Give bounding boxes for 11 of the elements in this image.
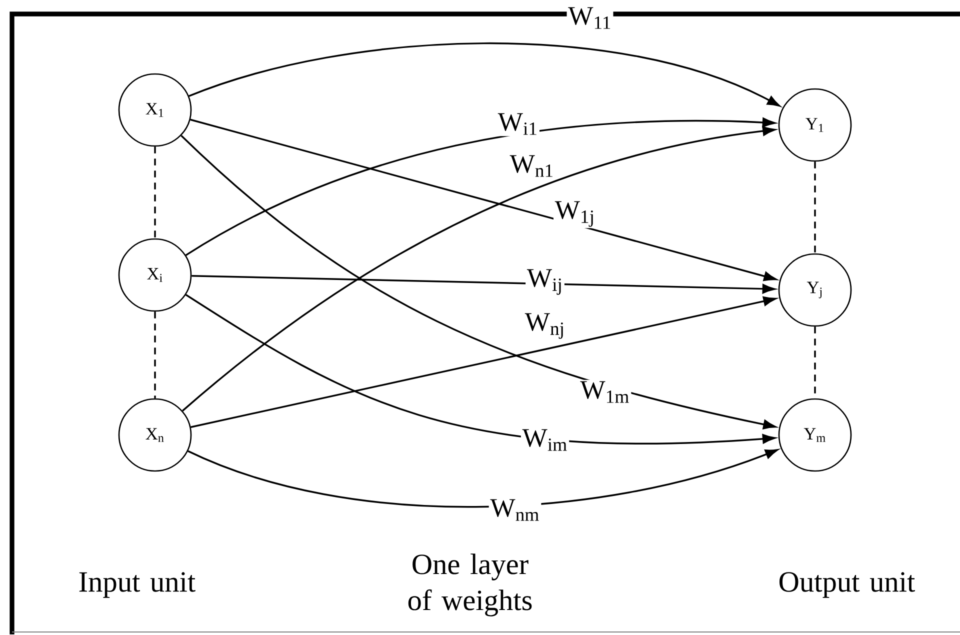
dashed-line [154, 146, 156, 238]
weight-label: W$_{im}$ [520, 428, 570, 452]
layer-caption: One layer of weights [408, 554, 532, 616]
arrow [188, 42, 780, 107]
dashed-line [154, 312, 156, 398]
layer-caption: Output unit [779, 572, 915, 598]
dashed-line [814, 162, 816, 254]
weight-label: W$_{11}$ [566, 6, 614, 30]
layer-caption: Input unit [79, 572, 196, 598]
arrow [188, 449, 778, 508]
weight-label: W$_{nm}$ [488, 498, 542, 522]
